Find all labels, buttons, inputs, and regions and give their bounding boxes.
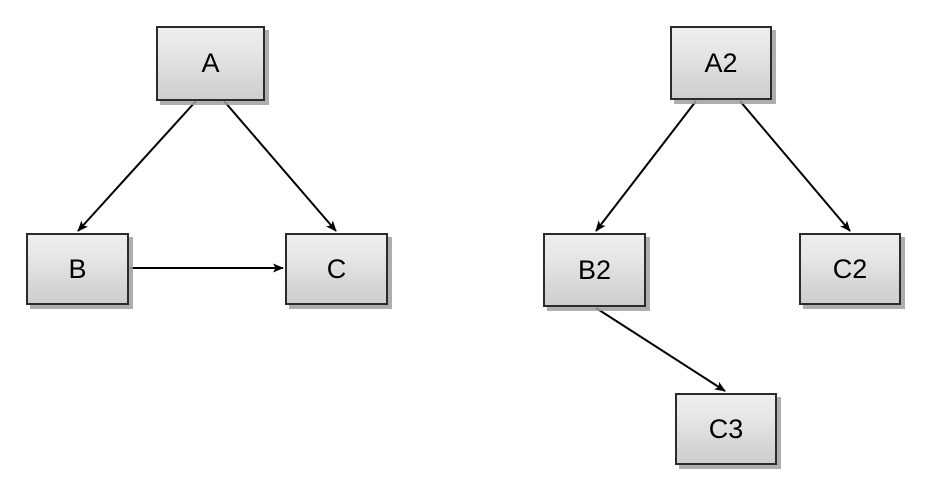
node-label-b: B [68, 253, 87, 284]
edge-a2-to-c2 [739, 100, 851, 232]
node-a2[interactable]: A2 [670, 26, 772, 100]
edges-group [77, 100, 851, 392]
node-label-c2: C2 [832, 253, 868, 284]
node-label-a2: A2 [704, 47, 738, 78]
edge-a-to-c [223, 100, 337, 232]
node-label-a: A [201, 48, 220, 78]
node-b[interactable]: B [26, 233, 129, 305]
node-b2[interactable]: B2 [543, 233, 646, 307]
node-a[interactable]: A [156, 26, 265, 101]
node-label-c: C [326, 253, 347, 284]
edge-a-to-b [77, 100, 197, 232]
node-label-b2: B2 [577, 254, 612, 285]
edge-b2-to-c3 [595, 307, 726, 392]
node-label-c3: C3 [708, 413, 744, 444]
edge-a2-to-b2 [595, 100, 697, 232]
node-c3[interactable]: C3 [675, 393, 777, 465]
node-c[interactable]: C [285, 233, 388, 305]
node-c2[interactable]: C2 [799, 233, 901, 305]
